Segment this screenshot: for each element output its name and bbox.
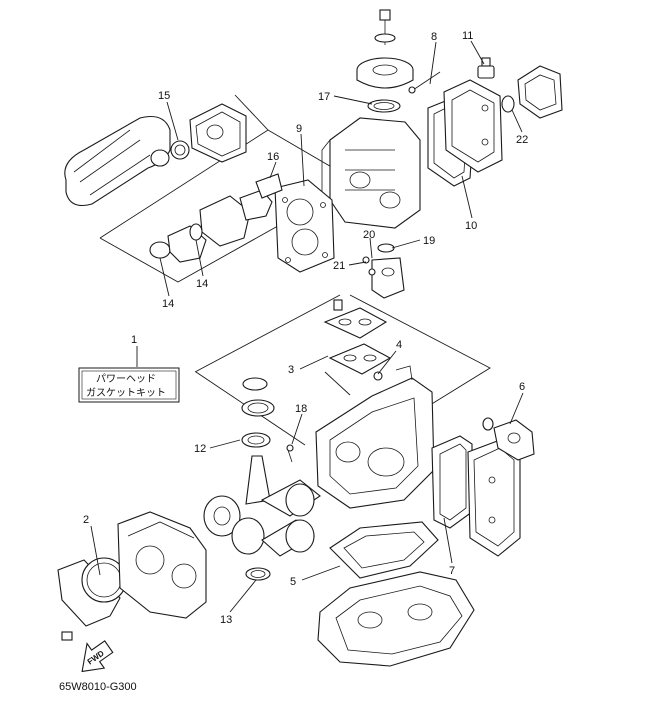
base-plate xyxy=(317,571,475,667)
base-gasket xyxy=(329,521,439,579)
callout-6: 6 xyxy=(519,381,525,393)
cylinder-block-upper xyxy=(321,117,421,229)
kit-label-line2: ガスケットキット xyxy=(86,387,166,399)
thermostat-assembly xyxy=(477,57,563,119)
callout-1: 1 xyxy=(131,334,137,346)
callout-11: 11 xyxy=(462,30,473,42)
callout-13: 13 xyxy=(220,614,232,626)
callout-14-right: 14 xyxy=(196,278,208,290)
fwd-arrow-icon: FWD xyxy=(81,640,114,673)
callout-21: 21 xyxy=(333,260,345,272)
callout-17: 17 xyxy=(318,91,330,103)
callout-20: 20 xyxy=(363,229,375,241)
callout-8: 8 xyxy=(431,31,437,43)
lower-oil-seal xyxy=(245,567,271,581)
callout-12: 12 xyxy=(194,443,206,455)
callout-7: 7 xyxy=(449,565,455,577)
exhaust-cover xyxy=(443,79,503,173)
crankshaft xyxy=(203,455,321,557)
kit-label-line1: パワーヘッド xyxy=(96,373,156,385)
bolt-8 xyxy=(408,71,441,94)
callout-9: 9 xyxy=(296,123,302,135)
side-cover xyxy=(467,439,521,557)
carburetor xyxy=(189,103,247,163)
callout-4: 4 xyxy=(396,339,402,351)
side-cover-gasket xyxy=(431,435,473,529)
lower-case-half xyxy=(117,511,207,619)
upper-bearing xyxy=(241,377,275,448)
leader-lines xyxy=(90,40,524,613)
callout-14-left: 14 xyxy=(162,298,174,310)
callout-19: 19 xyxy=(423,235,435,247)
bottom-cover-plate xyxy=(57,557,127,641)
crankcase xyxy=(315,365,435,509)
callout-5: 5 xyxy=(290,576,296,588)
reed-plate xyxy=(323,299,392,381)
intake-manifold xyxy=(149,173,283,263)
callout-22: 22 xyxy=(516,134,528,146)
water-pipe-fitting xyxy=(362,243,405,299)
gasket-kit-box: パワーヘッド ガスケットキット xyxy=(78,367,180,403)
callout-18: 18 xyxy=(295,403,307,415)
callout-3: 3 xyxy=(288,364,294,376)
callout-10: 10 xyxy=(465,220,477,232)
callout-labels: 1 2 3 4 5 6 7 8 9 10 11 12 13 14 14 15 1… xyxy=(83,30,528,626)
top-cap-assembly xyxy=(356,9,414,113)
bolt-18 xyxy=(286,444,294,463)
water-outlet-cover xyxy=(482,417,535,461)
callout-2: 2 xyxy=(83,514,89,526)
drawing-code: 65W8010-G300 xyxy=(59,681,137,693)
callout-15: 15 xyxy=(158,90,170,102)
callout-16: 16 xyxy=(267,151,279,163)
intake-silencer xyxy=(64,115,190,207)
head-gasket xyxy=(274,179,335,273)
